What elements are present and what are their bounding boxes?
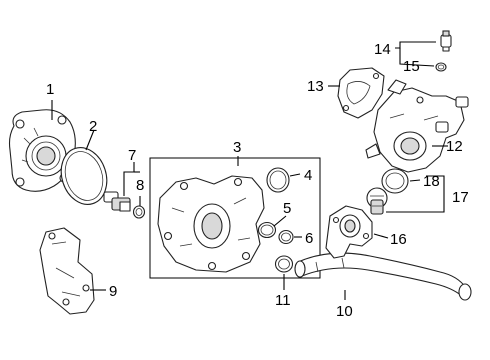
callout-12: 12: [446, 138, 463, 155]
callout-18: 18: [423, 173, 440, 190]
callout-17: 17: [452, 189, 469, 206]
connector-o-ring: [435, 62, 447, 72]
hose-o-ring: [274, 255, 294, 273]
o-ring-medium: [257, 221, 277, 239]
group-box-3: [149, 157, 321, 279]
sensor-o-ring: [132, 205, 146, 219]
coolant-hose: [294, 252, 472, 301]
thermostat-cover: [325, 205, 373, 259]
callout-4: 4: [304, 167, 312, 184]
coolant-temp-sensor: [103, 191, 131, 212]
callout-1: 1: [46, 81, 54, 98]
callout-9: 9: [109, 283, 117, 300]
thermostat: [366, 187, 388, 215]
callout-6: 6: [305, 230, 313, 247]
inlet-housing: [365, 79, 469, 173]
outlet-housing: [157, 175, 265, 273]
o-ring-small: [278, 229, 294, 245]
callout-16: 16: [390, 231, 407, 248]
callout-15: 15: [403, 58, 420, 75]
callout-7: 7: [128, 147, 136, 164]
leader-lines: [51, 41, 448, 300]
water-pump: [8, 109, 76, 192]
callout-2: 2: [89, 118, 97, 135]
callout-8: 8: [136, 177, 144, 194]
connector-sensor: [440, 30, 452, 52]
bracket: [39, 227, 95, 315]
callout-5: 5: [283, 200, 291, 217]
callout-11: 11: [275, 292, 291, 309]
o-ring-large: [266, 167, 290, 193]
callout-10: 10: [336, 303, 353, 320]
callout-labels: 1 2 3 4 5 6 7 8 9 10 11 12 13 14 15 16 1…: [46, 41, 469, 320]
callout-14: 14: [374, 41, 391, 58]
pump-gasket: [60, 147, 108, 205]
callout-13: 13: [307, 78, 324, 95]
thermostat-gasket: [381, 168, 409, 194]
housing-gasket-plate: [337, 67, 385, 119]
callout-3: 3: [233, 139, 241, 156]
